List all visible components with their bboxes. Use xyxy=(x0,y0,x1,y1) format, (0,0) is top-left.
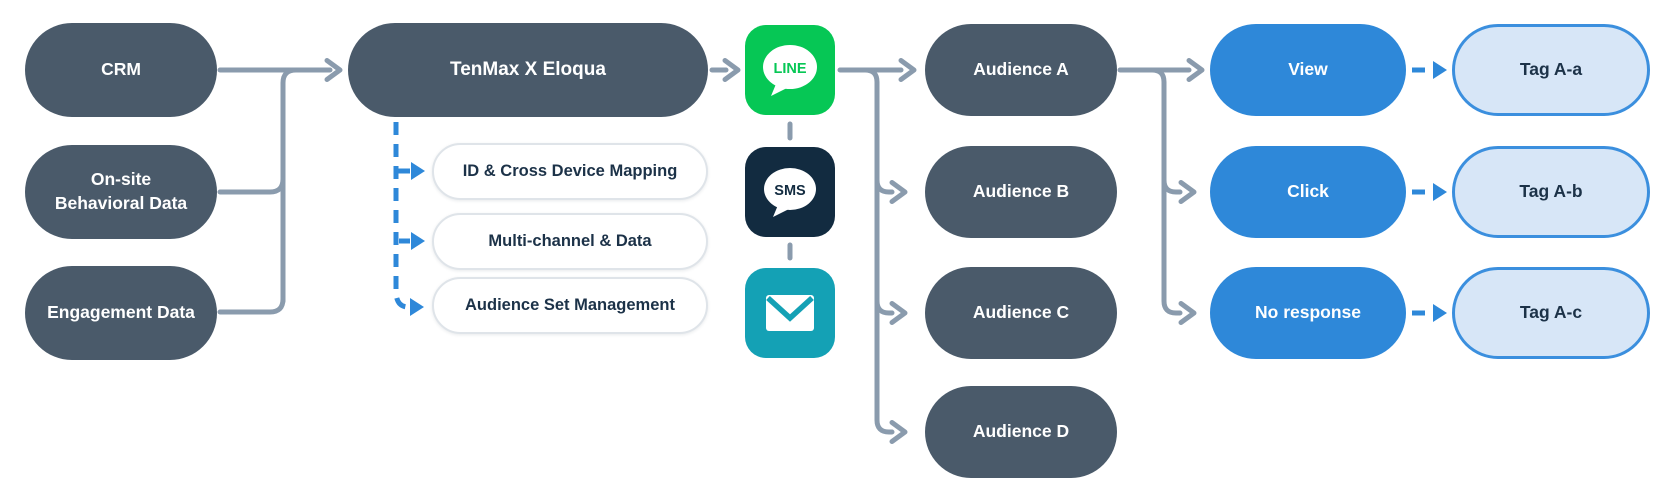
platform-capability-arrows xyxy=(393,122,425,316)
email-icon xyxy=(745,268,835,358)
action-node-click: Click xyxy=(1210,146,1406,238)
tag-node-a-a: Tag A-a xyxy=(1452,24,1650,116)
line-icon-bubble xyxy=(763,45,817,89)
capability-node-audience-set-management: Audience Set Management xyxy=(432,277,708,334)
source-merge-arrows xyxy=(217,58,343,315)
audience-to-action-arrows xyxy=(1117,58,1205,325)
action-to-tag-arrows xyxy=(1412,61,1447,322)
audience-node-b: Audience B xyxy=(925,146,1117,238)
sms-icon-label: SMS xyxy=(774,183,806,199)
line-icon-label: LINE xyxy=(773,61,806,77)
source-node-crm: CRM xyxy=(25,23,217,117)
line-channel: LINE xyxy=(745,25,835,115)
audience-node-a: Audience A xyxy=(925,24,1117,116)
audience-node-d: Audience D xyxy=(925,386,1117,478)
tag-node-a-c: Tag A-c xyxy=(1452,267,1650,359)
sms-channel: SMS xyxy=(745,147,835,237)
capability-node-id-cross-device-mapping: ID & Cross Device Mapping xyxy=(432,143,708,200)
sms-icon: SMS xyxy=(745,147,835,237)
action-node-no-response: No response xyxy=(1210,267,1406,359)
sms-icon-bubble xyxy=(764,168,816,210)
sms-icon-bubble-tail xyxy=(773,205,789,217)
email-icon-envelope-flap xyxy=(766,295,814,322)
platform-to-channel-arrow xyxy=(709,58,741,82)
email-channel xyxy=(745,268,835,358)
channel-to-audience-arrows xyxy=(837,58,917,444)
line-icon-bubble-tail xyxy=(771,84,787,96)
tag-node-a-b: Tag A-b xyxy=(1452,146,1650,238)
audience-node-c: Audience C xyxy=(925,267,1117,359)
action-node-view: View xyxy=(1210,24,1406,116)
source-node-onsite-behavioral-data: On-site Behavioral Data xyxy=(25,145,217,239)
platform-node-tenmax-eloqua: TenMax X Eloqua xyxy=(348,23,708,117)
line-icon: LINE xyxy=(745,25,835,115)
capability-node-multi-channel-data: Multi-channel & Data xyxy=(432,213,708,270)
source-node-engagement-data: Engagement Data xyxy=(25,266,217,360)
